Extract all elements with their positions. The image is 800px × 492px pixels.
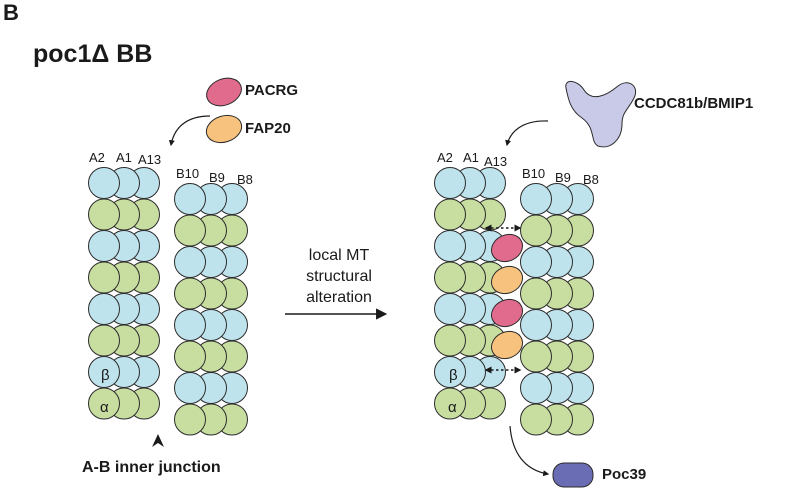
a2-left-beta-tubulin	[88, 293, 120, 325]
ccdc81b-shape	[565, 81, 636, 148]
a2-right-beta-tubulin	[434, 167, 466, 199]
b10-left-alpha-tubulin	[174, 340, 206, 373]
protofilament-label-b10-right: B10	[522, 166, 546, 181]
alpha-subunit-label-right: α	[448, 399, 457, 416]
protofilament-label-b8-left: B8	[237, 172, 253, 187]
junction-pointer-arrowhead	[152, 434, 164, 447]
a2-right-alpha-tubulin	[434, 324, 466, 357]
binding-arrow-right	[505, 120, 549, 147]
b10-right-alpha-tubulin	[520, 277, 552, 310]
ccdc81b-label: CCDC81b/BMIP1	[634, 95, 754, 112]
b10-right-alpha-tubulin	[520, 214, 552, 247]
a2-right-alpha-tubulin	[434, 261, 466, 294]
b10-right-beta-tubulin	[520, 183, 552, 215]
beta-subunit-label-left: β	[101, 367, 110, 384]
protofilament-label-b9-left: B9	[209, 170, 225, 185]
fap20-shape	[205, 114, 243, 144]
a2-right-alpha-tubulin	[434, 198, 466, 231]
protofilament-label-a1-right: A1	[463, 150, 479, 165]
poc39-label: Poc39	[602, 466, 647, 483]
a2-left-alpha-tubulin	[88, 261, 120, 294]
poc39-shape	[552, 462, 594, 488]
b10-left-alpha-tubulin	[174, 277, 206, 310]
fap20-subunit	[490, 330, 524, 360]
protofilament-label-b10-left: B10	[176, 166, 200, 181]
b10-right-alpha-tubulin	[520, 403, 552, 436]
center-label-line-1: local MT	[308, 247, 370, 264]
a2-right-beta-tubulin	[434, 293, 466, 325]
fap20-subunit	[490, 265, 524, 295]
center-label: local MT structural alteration	[276, 245, 402, 308]
a2-right-beta-tubulin	[434, 230, 466, 262]
b10-right-beta-tubulin	[520, 372, 552, 404]
b10-right-alpha-tubulin	[520, 340, 552, 373]
b10-left-beta-tubulin	[174, 183, 206, 215]
protofilament-label-a13-left: A13	[138, 152, 162, 167]
pacrg-subunit	[490, 298, 524, 328]
figure-title: poc1Δ BB	[33, 40, 153, 68]
junction-label: A-B inner junction	[82, 459, 221, 476]
protofilament-label-a2-left: A2	[89, 150, 105, 165]
a2-left-alpha-tubulin	[88, 324, 120, 357]
fap20-label: FAP20	[245, 120, 291, 137]
protofilament-label-a1-left: A1	[116, 150, 132, 165]
beta-subunit-label-right: β	[449, 367, 458, 384]
a2-left-beta-tubulin	[88, 230, 120, 262]
pacrg-shape	[206, 77, 242, 107]
pacrg-subunit	[490, 233, 524, 263]
binding-arrow-left	[168, 115, 211, 147]
b10-left-beta-tubulin	[174, 309, 206, 341]
panel-letter: B	[3, 0, 19, 25]
alpha-subunit-label-left: α	[100, 399, 109, 416]
a2-left-alpha-tubulin	[88, 198, 120, 231]
protofilament-label-b8-right: B8	[583, 172, 599, 187]
b10-left-alpha-tubulin	[174, 403, 206, 436]
b10-left-beta-tubulin	[174, 372, 206, 404]
b10-right-beta-tubulin	[520, 309, 552, 341]
b10-right-beta-tubulin	[520, 246, 552, 278]
protofilament-label-a13-right: A13	[484, 154, 508, 169]
a2-right-alpha-tubulin	[434, 387, 466, 420]
b10-left-beta-tubulin	[174, 246, 206, 278]
pacrg-label: PACRG	[245, 82, 299, 99]
release-arrow	[509, 425, 550, 477]
center-label-line-3: alteration	[306, 289, 372, 306]
protofilament-label-b9-right: B9	[555, 170, 571, 185]
center-label-line-2: structural	[306, 268, 372, 285]
protofilament-label-a2-right: A2	[437, 150, 453, 165]
b10-left-alpha-tubulin	[174, 214, 206, 247]
a2-left-beta-tubulin	[88, 167, 120, 199]
a2-left-alpha-tubulin	[88, 387, 120, 420]
